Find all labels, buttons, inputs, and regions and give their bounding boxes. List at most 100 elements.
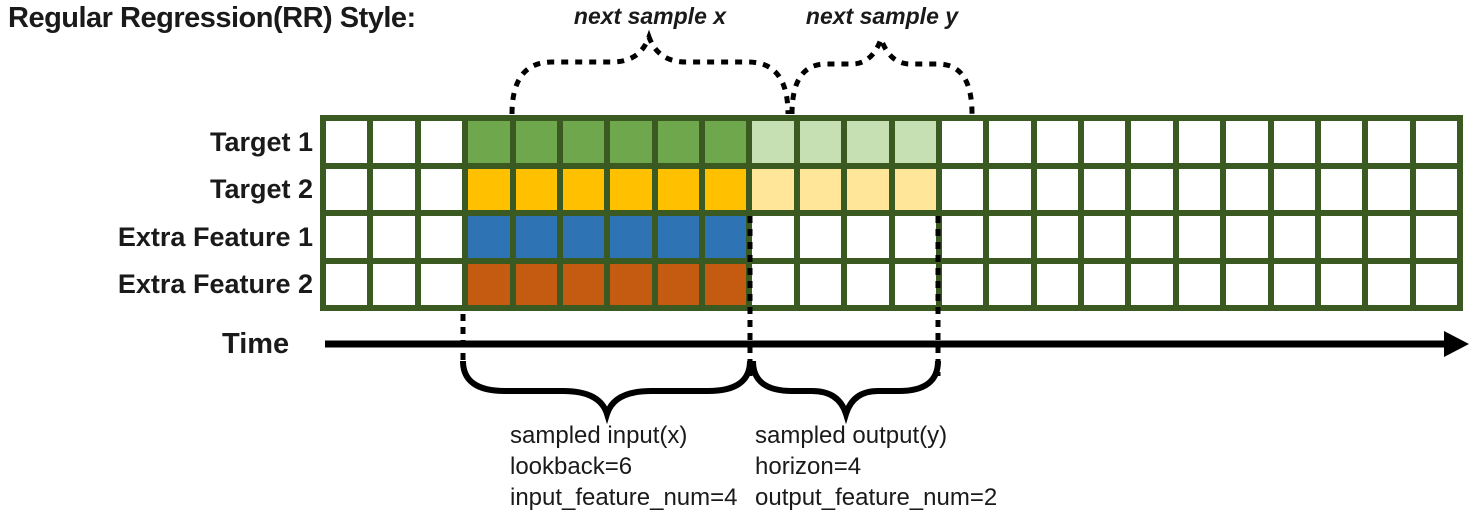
- grid-cell: [1131, 168, 1173, 210]
- grid-cell: [562, 168, 605, 210]
- grid-cell: [468, 216, 510, 258]
- grid-cell: [1131, 263, 1173, 305]
- sampled-output-brace: [750, 360, 941, 425]
- grid-cell: [1226, 121, 1268, 163]
- grid-cell: [752, 216, 794, 258]
- grid-cell: [1368, 121, 1410, 163]
- grid-cell: [705, 263, 747, 305]
- grid-cell: [373, 168, 415, 210]
- grid-cell: [1273, 216, 1315, 258]
- grid-cell: [562, 121, 605, 163]
- grid-cell: [799, 216, 842, 258]
- grid-cell: [1415, 263, 1457, 305]
- grid-cell: [941, 263, 984, 305]
- grid-cell: [1320, 168, 1363, 210]
- grid-cell: [468, 121, 510, 163]
- row-label-target-1: Target 1: [209, 127, 313, 157]
- grid-cell: [1368, 168, 1410, 210]
- next-sample-y-label: next sample y: [805, 3, 959, 29]
- grid-cell: [1320, 263, 1363, 305]
- grid-cell: [1131, 216, 1173, 258]
- grid-cell: [1084, 216, 1126, 258]
- grid-cell: [562, 263, 605, 305]
- grid-cell: [326, 263, 368, 305]
- grid-cell: [752, 121, 794, 163]
- grid-cell: [799, 168, 842, 210]
- grid-cell: [1178, 168, 1221, 210]
- grid-cell: [989, 263, 1031, 305]
- grid-cell: [847, 121, 889, 163]
- grid-cell: [515, 263, 557, 305]
- grid-cell: [1415, 121, 1457, 163]
- grid-cell: [1320, 216, 1363, 258]
- grid-cell: [941, 168, 984, 210]
- grid-cell: [1178, 121, 1221, 163]
- grid-cell: [1226, 168, 1268, 210]
- time-axis-arrowhead-icon: [1444, 331, 1469, 357]
- grid-cell: [515, 216, 557, 258]
- grid-cell: [420, 121, 463, 163]
- grid-cell: [610, 121, 652, 163]
- row-label-extra-feature-2: Extra Feature 2: [117, 269, 313, 299]
- grid-cell: [373, 216, 415, 258]
- grid-cell: [610, 216, 652, 258]
- grid-cell: [799, 263, 842, 305]
- grid-cell: [610, 168, 652, 210]
- grid-cell: [1036, 168, 1078, 210]
- row-label-target-2: Target 2: [209, 174, 313, 204]
- next-sample-x-brace: [509, 29, 791, 115]
- grid-cell: [373, 263, 415, 305]
- grid-cell: [989, 216, 1031, 258]
- sampled-output-annotation: sampled output(y) horizon=4 output_featu…: [755, 422, 998, 511]
- grid: [320, 115, 1463, 311]
- grid-cell: [420, 216, 463, 258]
- grid-cell: [1368, 216, 1410, 258]
- grid-cell: [326, 168, 368, 210]
- grid-cell: [515, 121, 557, 163]
- grid-cell: [705, 168, 747, 210]
- time-axis-label: Time: [222, 328, 290, 360]
- grid-cell: [1273, 168, 1315, 210]
- grid-cell: [1226, 216, 1268, 258]
- grid-cell: [657, 168, 699, 210]
- grid-cell: [1036, 263, 1078, 305]
- grid-cell: [941, 121, 984, 163]
- sampled-input-brace: [460, 360, 753, 425]
- grid-cell: [326, 216, 368, 258]
- grid-cell: [941, 216, 984, 258]
- grid-cell: [705, 121, 747, 163]
- grid-cell: [989, 168, 1031, 210]
- grid-cell: [1036, 121, 1078, 163]
- grid-cell: [847, 168, 889, 210]
- grid-cell: [1320, 121, 1363, 163]
- next-sample-y-brace: [789, 31, 975, 115]
- grid-cell: [894, 121, 936, 163]
- grid-cell: [1226, 263, 1268, 305]
- grid-cell: [1084, 121, 1126, 163]
- grid-cell: [1178, 263, 1221, 305]
- grid-cell: [373, 121, 415, 163]
- next-sample-x-label: next sample x: [573, 3, 727, 29]
- grid-cell: [657, 121, 699, 163]
- row-label-extra-feature-1: Extra Feature 1: [117, 222, 313, 252]
- grid-cell: [420, 168, 463, 210]
- grid-cell: [1084, 168, 1126, 210]
- sampled-input-annotation: sampled input(x) lookback=6 input_featur…: [510, 422, 738, 511]
- grid-cell: [847, 216, 889, 258]
- grid-cell: [468, 263, 510, 305]
- diagram-title: Regular Regression(RR) Style:: [8, 2, 416, 34]
- grid-cell: [420, 263, 463, 305]
- grid-cell: [515, 168, 557, 210]
- grid-cell: [562, 216, 605, 258]
- grid-cell: [468, 168, 510, 210]
- grid-cell: [705, 216, 747, 258]
- grid-cell: [752, 263, 794, 305]
- grid-cell: [1131, 121, 1173, 163]
- grid-cell: [1415, 168, 1457, 210]
- grid-cell: [1273, 263, 1315, 305]
- grid-cell: [610, 263, 652, 305]
- grid-cell: [1084, 263, 1126, 305]
- grid-cell: [894, 263, 936, 305]
- grid-cell: [894, 216, 936, 258]
